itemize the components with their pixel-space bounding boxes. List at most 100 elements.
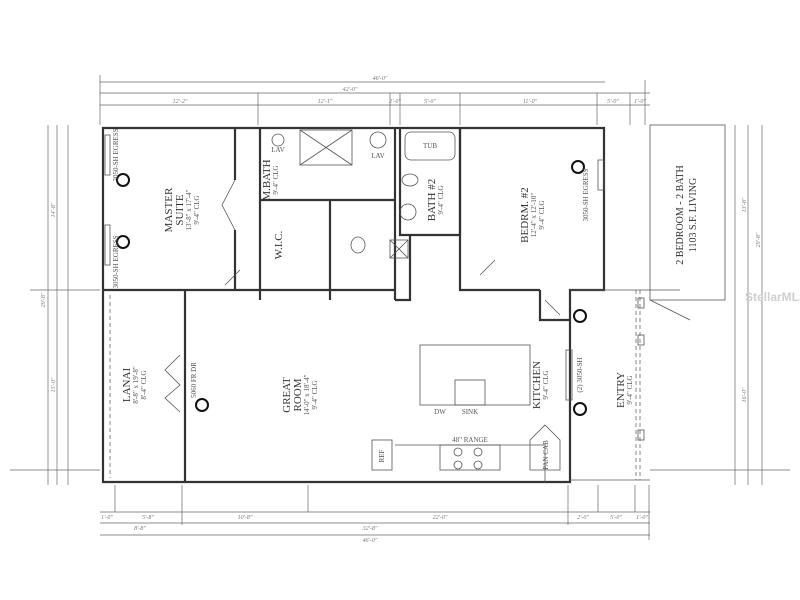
svg-text:M.BATH: M.BATH [261,159,273,200]
room-kitchen: KITCHEN 9'-4" CLG [531,361,550,409]
room-bath-2: BATH #2 9'-4" CLG [426,179,445,221]
svg-text:KITCHEN: KITCHEN [531,361,543,409]
dim-top-overall: 46'-0" [373,75,388,82]
svg-text:13'-8" x 17'-4": 13'-8" x 17'-4" [185,189,193,230]
watermark: StellarMLS [745,290,800,304]
room-labels: MASTER SUITE 13'-8" x 17'-4" 9'-4" CLG M… [121,159,634,415]
range-icon [439,444,501,471]
title-block: 2 BEDROOM - 2 BATH 1103 S.F. LIVING [649,124,726,301]
sink-icon [369,131,387,149]
dim-right-seg: 16'-0" [742,387,748,402]
shower-icon [299,129,353,166]
refrigerator-icon [371,439,393,471]
svg-text:12'-4" x 12'-10": 12'-4" x 12'-10" [530,193,538,238]
dim-bottom-seg: 22'-0" [433,515,448,521]
room-bedroom-2: BEDRM. #2 12'-4" x 12'-10" 9'-4" CLG [519,187,546,243]
dimension-lines [10,75,790,540]
dim-top-seg: 12'-1" [318,99,333,105]
dim-left-seg: 15'-0" [51,377,57,392]
svg-text:MASTER: MASTER [163,187,175,232]
dim-bottom-seg: 5'-0" [610,515,622,521]
lav-label: LAV [271,146,284,154]
dim-bottom-seg: 1'-0" [101,515,113,521]
lav-label: LAV [371,152,384,160]
svg-text:8'-4" CLG: 8'-4" CLG [140,370,148,399]
kitchen-island [419,344,531,406]
room-master-bath: M.BATH 9'-4" CLG [261,159,280,200]
room-lanai: LANAI 8'-8" x 19'-8" 8'-4" CLG [121,366,148,404]
window-label: (2) 3050-SH [576,357,584,392]
dim-top-seg: 5'-0" [607,99,619,105]
tub-label: TUB [423,142,437,150]
dim-top-seg: 5'-0" [424,99,436,105]
marker-icon [116,235,130,249]
svg-text:9'-4" CLG: 9'-4" CLG [538,200,546,229]
svg-text:9'-4" CLG: 9'-4" CLG [542,370,550,399]
dim-bottom-seg: 5'-8" [142,515,154,521]
dim-left-overall: 29'-8" [41,292,47,307]
svg-text:ENTRY: ENTRY [615,372,627,408]
sink-icon [271,133,285,147]
svg-text:GREAT: GREAT [281,377,293,413]
sink-label: SINK [462,408,478,416]
dim-bottom-seg: 10'-8" [238,515,253,521]
fixtures [271,129,561,482]
dimension-labels: 46'-0" 42'-0" 12'-2" 12'-1" 2'-0" 5'-0" … [41,75,762,544]
fixture-labels: TUB LAV LAV REF 48" RANGE PAN CAB SINK D… [112,128,590,469]
svg-text:ROOM: ROOM [292,378,304,411]
dim-top-seg: 1'-0" [634,99,646,105]
door-label: 5060 FR DR [190,362,198,398]
dim-bottom-mid: 8'-8" [134,526,146,532]
svg-text:9'-4" CLG: 9'-4" CLG [193,195,201,224]
dim-bottom-seg: 2'-0" [577,515,589,521]
room-great-room: GREAT ROOM 14'-0" x 18'-4" 9'-4" CLG [281,374,319,415]
shower-icon [389,239,409,259]
marker-icon [571,160,585,174]
title-line-1: 2 BEDROOM - 2 BATH [675,165,686,264]
dim-top-seg: 11'-0" [523,99,538,105]
dim-bottom-mid: 32'-8" [362,526,378,532]
ref-label: REF [378,449,386,462]
pantry-cabinet [529,424,561,471]
svg-text:9'-4" CLG: 9'-4" CLG [272,165,280,194]
svg-text:BATH #2: BATH #2 [426,179,438,221]
pantry-label: PAN CAB [542,440,550,470]
bathtub-icon [404,131,456,161]
walls [101,126,691,484]
room-walk-in-closet: W.I.C. [273,230,285,259]
svg-text:SUITE: SUITE [174,194,186,225]
range-label: 48" RANGE [452,436,488,444]
svg-text:8'-8" x 19'-8": 8'-8" x 19'-8" [132,366,140,404]
window-label: 3050-SH EGRESS [582,168,590,221]
toilet-icon [350,236,366,254]
svg-text:9'-4" CLG: 9'-4" CLG [626,375,634,404]
window-label: 3050-SH EGRESS [112,235,120,288]
svg-text:LANAI: LANAI [121,368,133,403]
room-master-suite: MASTER SUITE 13'-8" x 17'-4" 9'-4" CLG [163,187,201,232]
french-door-swing [164,354,181,413]
title-line-2: 1103 S.F. LIVING [688,178,699,252]
toilet-icon [401,173,419,187]
marker-icon [116,173,130,187]
sink-icon [399,203,417,221]
markers [116,160,587,416]
svg-text:9'-4" CLG: 9'-4" CLG [437,185,445,214]
window-label: 3050-SH EGRESS [112,128,120,181]
dim-left-seg: 14'-8" [50,202,57,217]
marker-icon [195,398,209,412]
dishwasher-label: DW [434,408,446,416]
marker-icon [573,402,587,416]
svg-text:BEDRM. #2: BEDRM. #2 [519,187,531,243]
dim-right-seg: 13'-8" [742,197,748,212]
dim-right-overall: 29'-8" [756,232,762,247]
dim-top-seg: 2'-0" [389,99,401,105]
dim-bottom-seg: 1'-0" [636,515,648,521]
marker-icon [573,309,587,323]
kitchen-sink-icon [454,379,486,406]
dim-bottom-overall: 46'-0" [363,537,378,544]
room-entry: ENTRY 9'-4" CLG [615,372,634,408]
svg-text:14'-0" x 18'-4": 14'-0" x 18'-4" [303,374,311,415]
dim-top-mid: 42'-0" [343,86,358,93]
svg-text:9'-4" CLG: 9'-4" CLG [311,380,319,409]
